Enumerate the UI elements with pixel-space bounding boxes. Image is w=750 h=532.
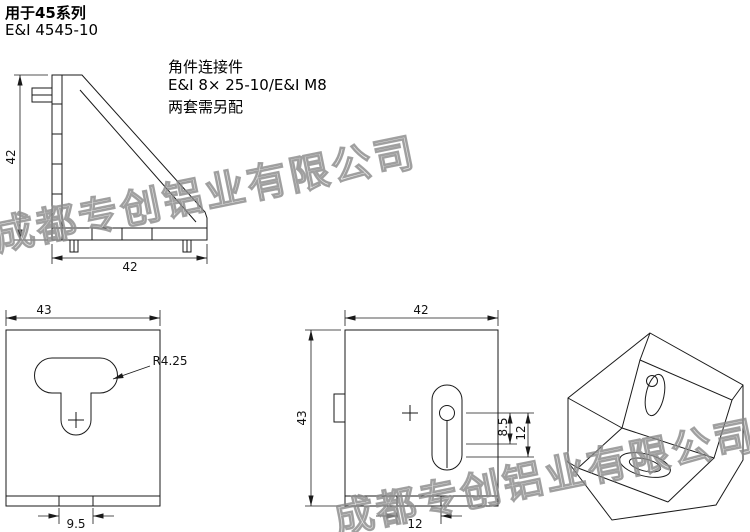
front-view-dimension-lines — [5, 310, 161, 524]
profile-view — [333, 329, 499, 507]
dim-profile-b: 12 — [514, 425, 528, 441]
dim-front-slot: 9.5 — [66, 517, 86, 531]
isometric-outline — [567, 332, 744, 521]
radius-leader — [112, 365, 151, 380]
profile-view-dimension-lines — [305, 310, 534, 524]
gusset-inner-edge — [79, 89, 197, 223]
note-line-2: E&I 8× 25-10/E&I M8 — [168, 76, 327, 94]
dim-profile-a: 8.5 — [496, 417, 510, 437]
dim-side-width: 42 — [122, 260, 138, 274]
profile-view-body — [344, 329, 499, 507]
front-view — [5, 329, 161, 507]
side-view-outline — [51, 74, 208, 241]
note-line-3: 两套需另配 — [168, 98, 244, 116]
dim-front-width: 43 — [36, 303, 52, 317]
dim-profile-width: 42 — [413, 303, 429, 317]
isometric-upper-slot — [644, 373, 666, 417]
isometric-view — [567, 332, 744, 521]
side-view-tab — [31, 87, 53, 103]
profile-view-tab — [333, 393, 346, 423]
side-view-dimension-lines — [14, 74, 208, 264]
dim-profile-slot: 12 — [407, 517, 423, 531]
side-view — [31, 74, 208, 253]
isometric-inner-face — [621, 359, 733, 459]
note-line-1: 角件连接件 — [168, 58, 244, 76]
dim-profile-height: 43 — [295, 410, 309, 426]
dim-side-height: 42 — [4, 149, 18, 165]
dim-front-radius: R4.25 — [152, 354, 188, 368]
bolt-hole — [439, 405, 455, 421]
isometric-upper-hole — [646, 375, 658, 387]
front-view-body — [5, 329, 161, 507]
isometric-lower-slot — [619, 452, 671, 478]
model-number: E&I 4545-10 — [5, 21, 99, 39]
profile-view-slot — [431, 384, 463, 471]
series-label: 用于45系列 — [5, 4, 86, 22]
